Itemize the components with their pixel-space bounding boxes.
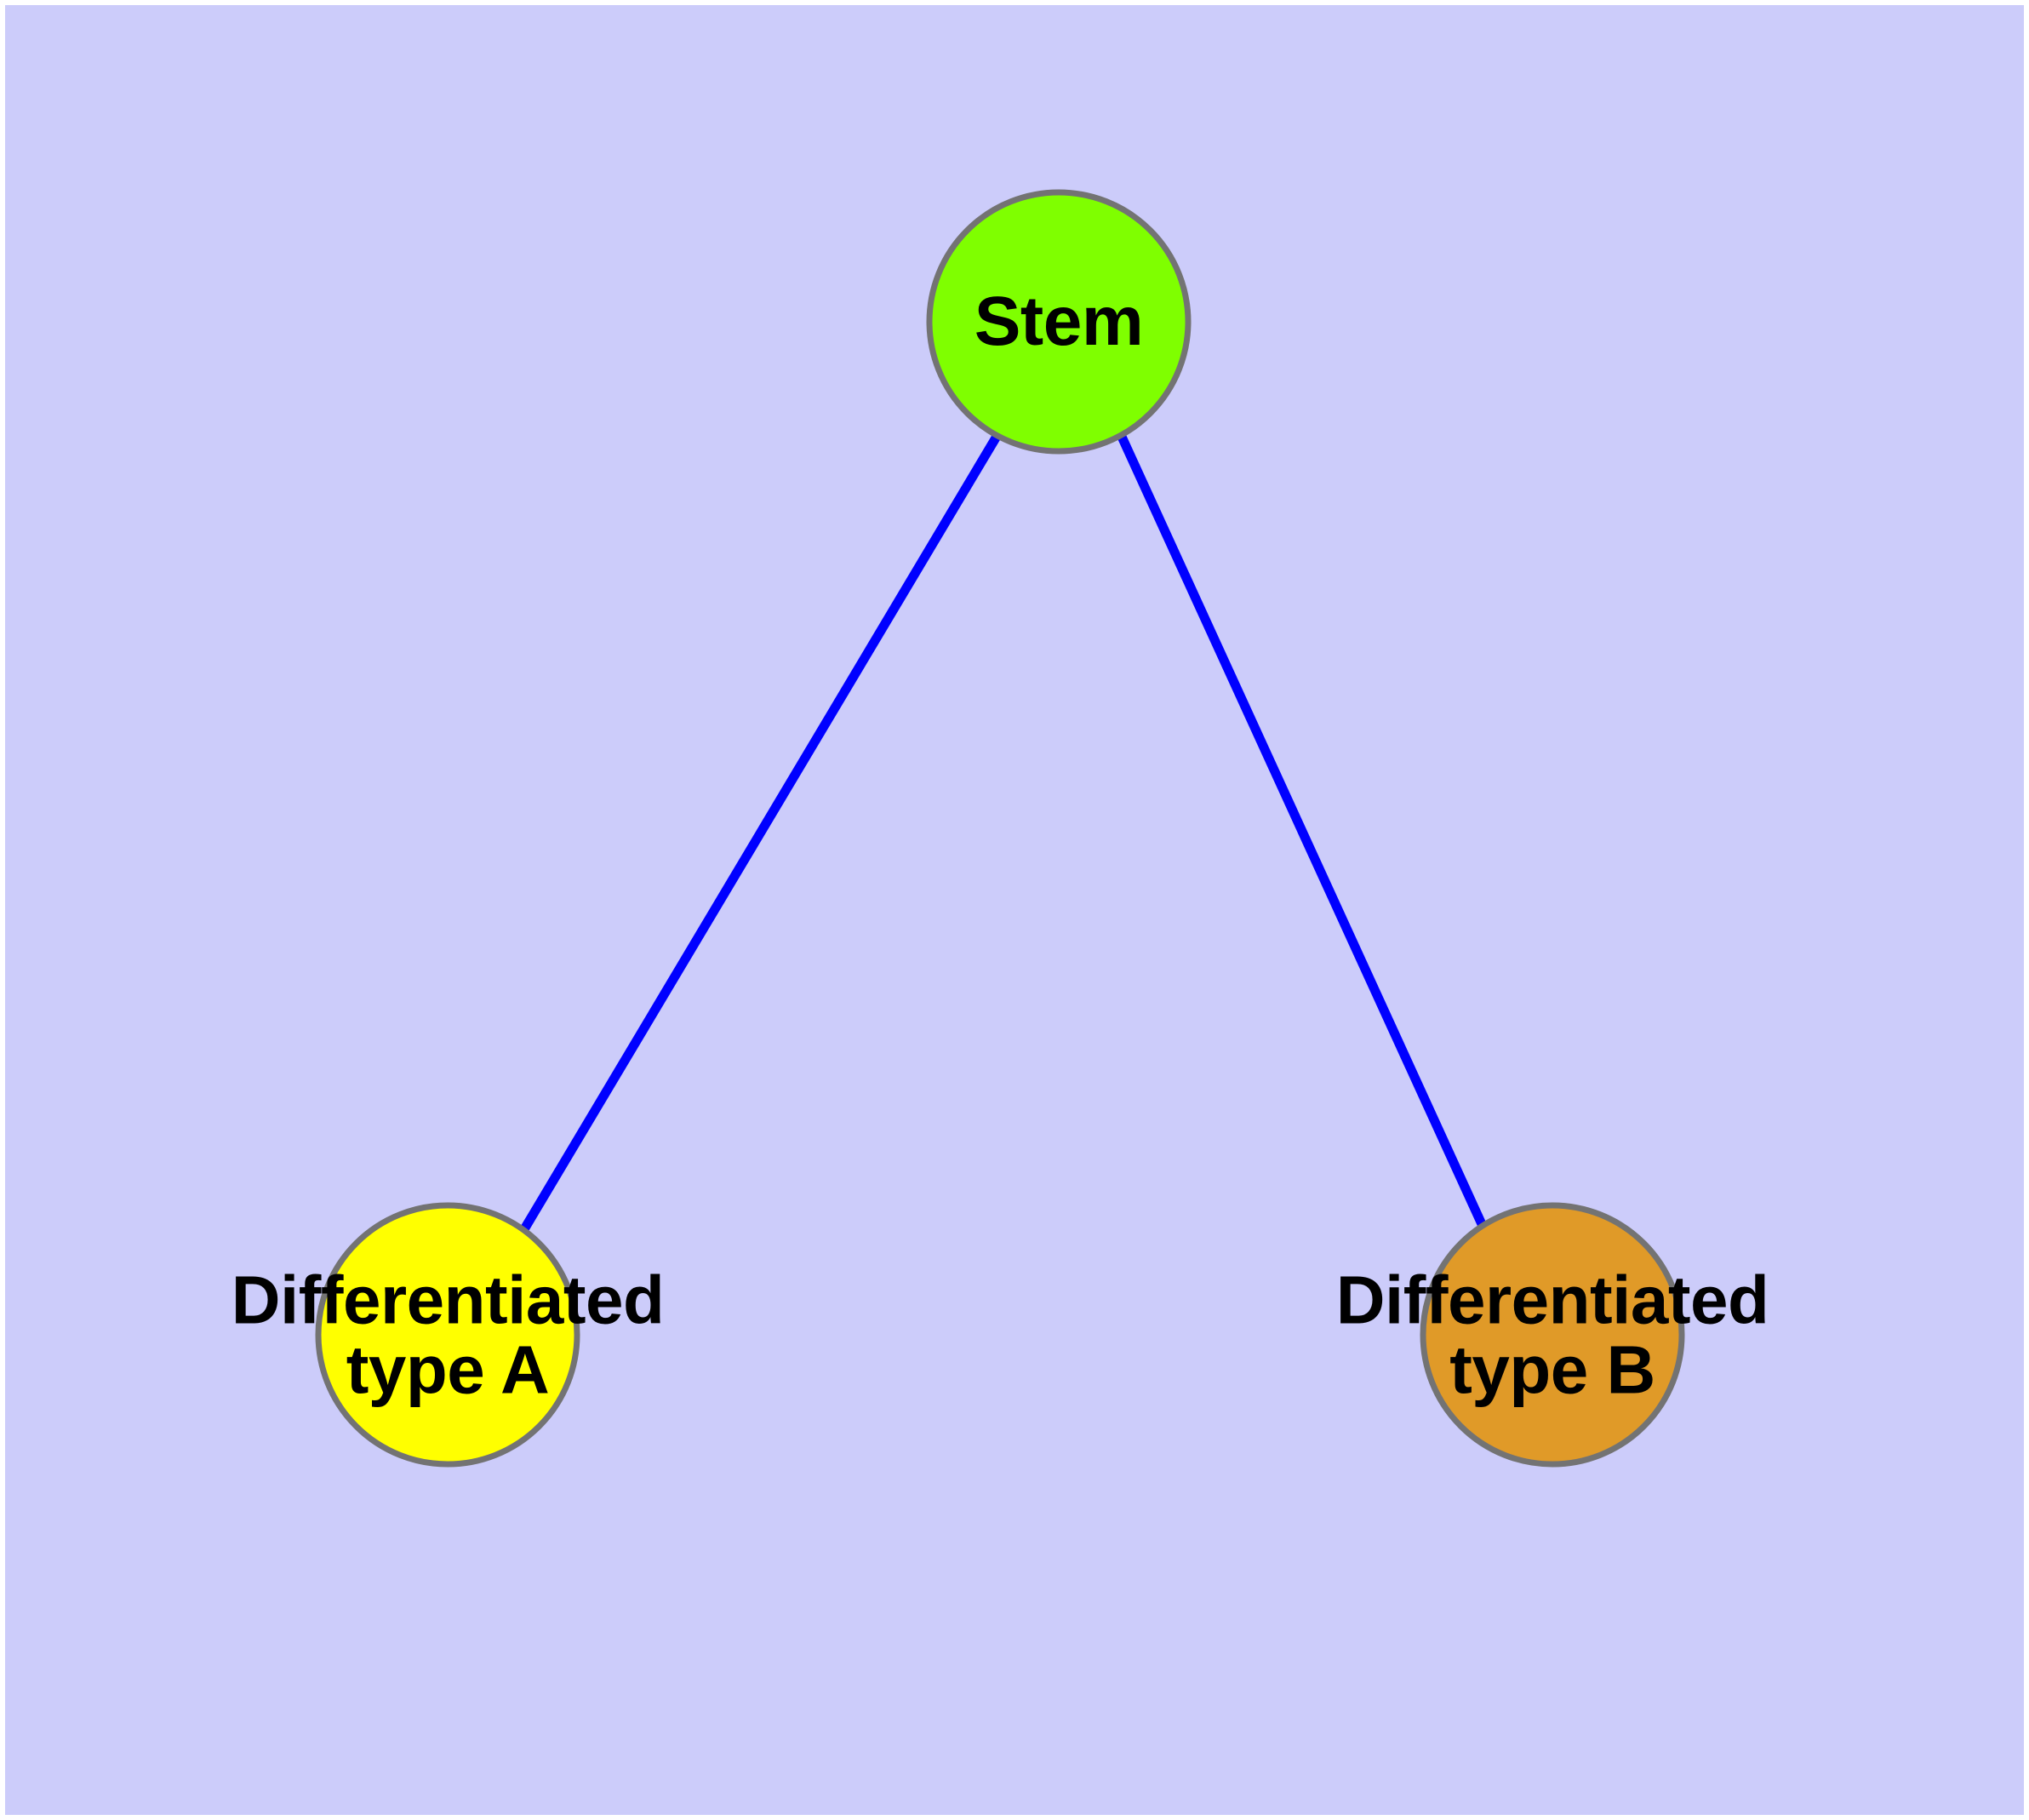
node-layer	[315, 189, 1685, 1468]
edge-stem-to-type-a[interactable]	[520, 432, 1002, 1232]
edge-stem-to-type-b[interactable]	[1117, 434, 1487, 1227]
node-type-a-circle[interactable]	[315, 1202, 580, 1468]
graph-svg	[315, 189, 1685, 1468]
node-stem-circle[interactable]	[926, 189, 1192, 455]
edge-layer	[520, 432, 1487, 1232]
diagram-background: Stem Differentiated type A Differentiate…	[5, 5, 2024, 1815]
node-type-b-circle[interactable]	[1420, 1202, 1685, 1468]
